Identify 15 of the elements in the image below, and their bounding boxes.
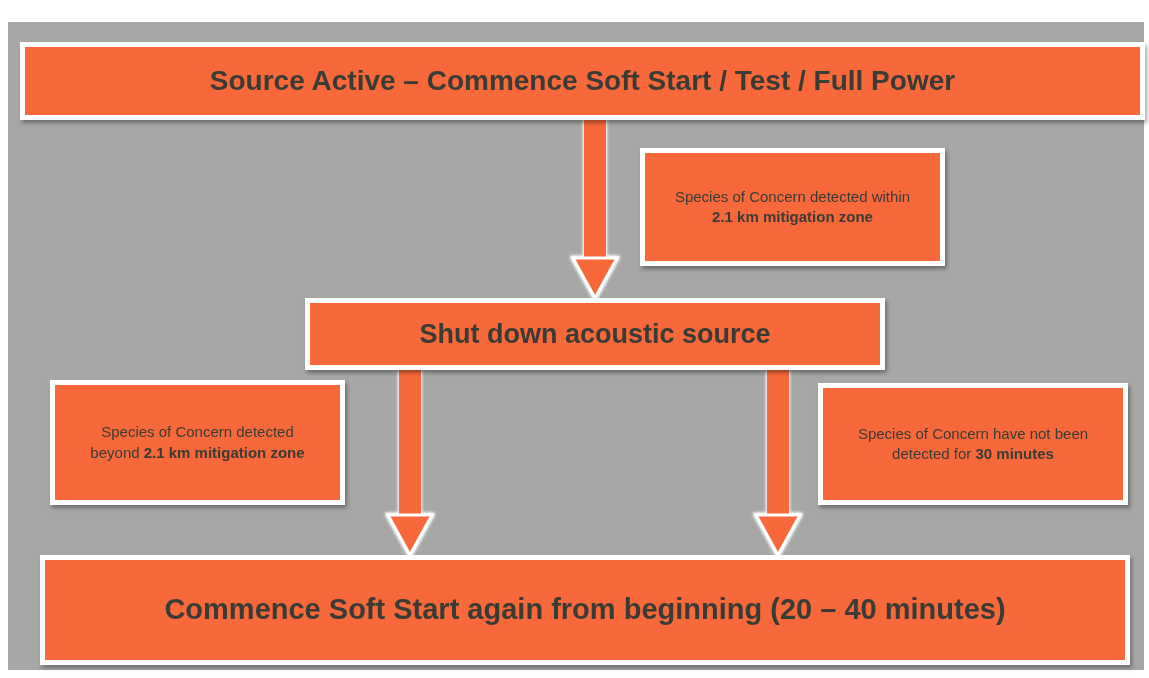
node-text: Source Active – Commence Soft Start / Test / Full Power [209,64,956,99]
process-box [20,42,1145,120]
arrow [571,120,619,300]
condition-box [640,148,945,266]
condition-box [50,380,345,505]
process-box [40,555,1130,665]
node-text: Species of Concern detected within 2.1 km mitigation zone [673,186,912,227]
arrow [754,370,802,557]
process-box [305,298,885,370]
node-text: Species of Concern have not been detected for 30 minutes [856,423,1090,464]
node-text: Commence Soft Start again from beginning (20 – 40 minutes) [164,592,1006,628]
node-text: Shut down acoustic source [419,317,771,351]
node-text: Species of Concern detected beyond 2.1 km mitigation zone [89,422,306,463]
arrow [386,370,434,557]
condition-box [818,383,1128,505]
